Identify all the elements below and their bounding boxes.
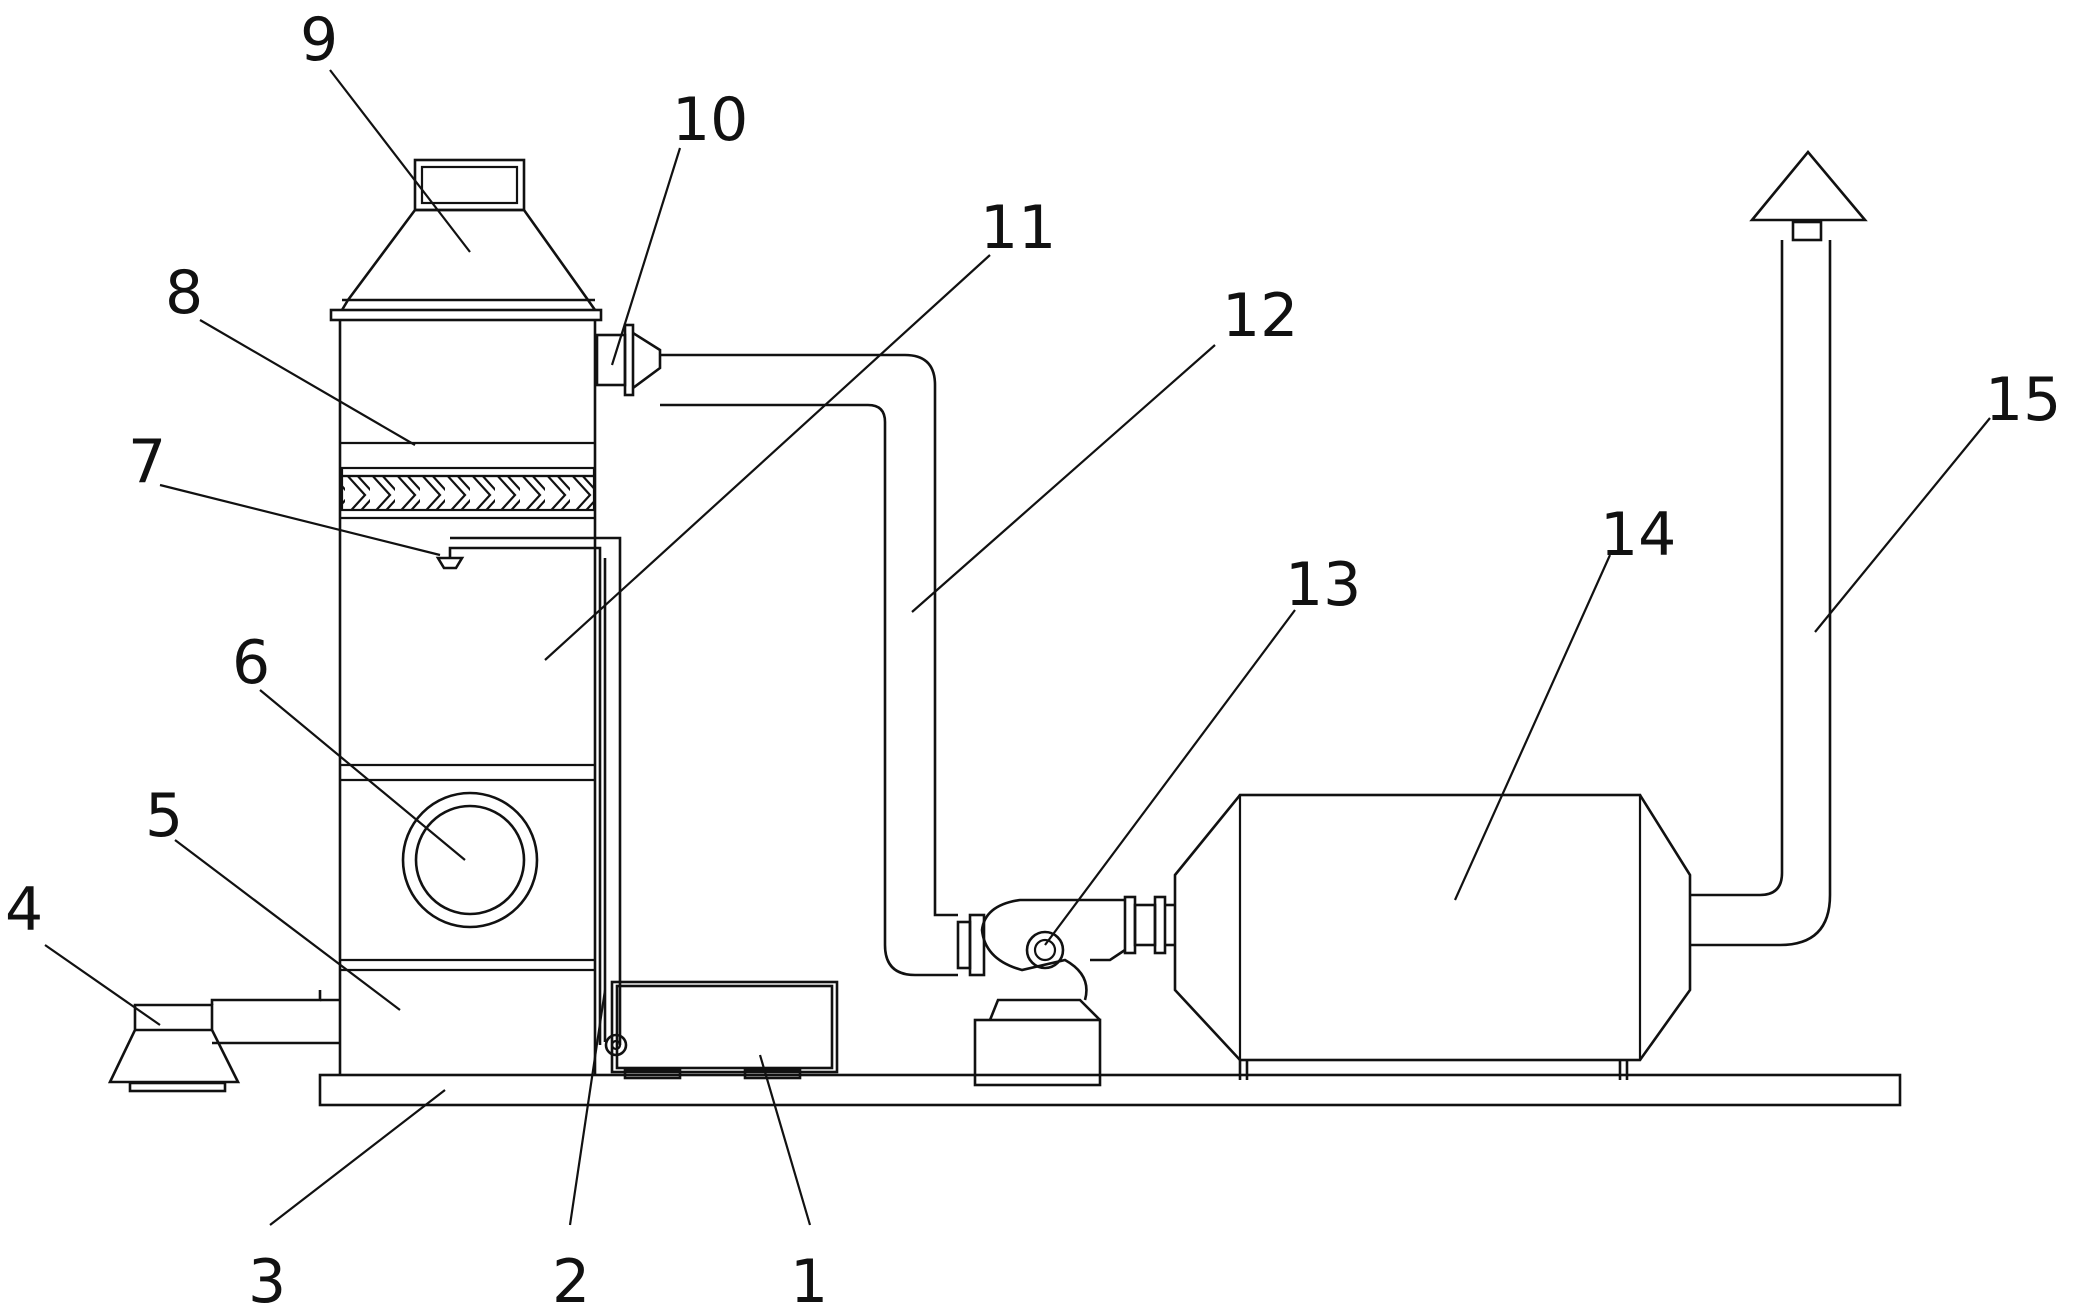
leader-line-9 [329,69,471,253]
outlet-flange [595,323,662,397]
inspection-port [401,791,539,929]
fan-outlet-flange [1123,895,1175,955]
leader-lines [44,69,1991,1226]
callout-labels: 1 2 3 4 5 6 7 8 9 10 11 12 13 14 15 [5,5,2061,1312]
label-15: 15 [1985,365,2061,435]
spray-tower [329,308,603,1075]
inlet-duct [210,990,340,1045]
label-9: 9 [300,5,338,75]
leader-line-4 [44,944,161,1026]
leader-line-13 [1044,609,1296,946]
duct-inner [660,403,958,977]
label-7: 7 [128,427,166,497]
leader-line-12 [911,344,1216,613]
carbon-adsorption-box [1173,793,1692,1080]
leader-line-1 [758,1054,812,1226]
leader-line-10 [610,147,682,366]
label-2: 2 [552,1247,590,1307]
label-13: 13 [1285,550,1361,620]
label-5: 5 [145,781,183,851]
exhaust-stack [1690,149,1868,947]
label-8: 8 [165,258,203,328]
circulation-pipe [448,536,628,1057]
label-1: 1 [790,1247,828,1307]
leader-line-2 [568,989,607,1226]
top-cone [340,158,597,311]
inlet-hood [107,1003,241,1093]
leader-line-5 [174,839,401,1011]
base-plate [318,1073,1902,1107]
label-3: 3 [248,1247,286,1307]
leader-line-8 [199,319,416,446]
leader-line-3 [269,1089,446,1226]
leader-line-11 [544,254,991,661]
leader-line-6 [259,689,466,861]
leader-line-7 [159,483,441,557]
label-14: 14 [1600,500,1676,570]
label-12: 12 [1222,281,1298,351]
label-10: 10 [672,85,748,155]
centrifugal-fan [973,898,1126,1087]
demister-layer [340,466,596,512]
label-4: 4 [5,875,43,945]
duct-outer [660,353,958,917]
leader-line-15 [1814,417,1991,633]
label-6: 6 [232,628,270,698]
label-11: 11 [980,193,1056,263]
water-tank [610,980,839,1080]
fan-inlet-flange [956,913,986,977]
spray-nozzle [435,556,465,570]
leader-line-14 [1453,554,1612,901]
